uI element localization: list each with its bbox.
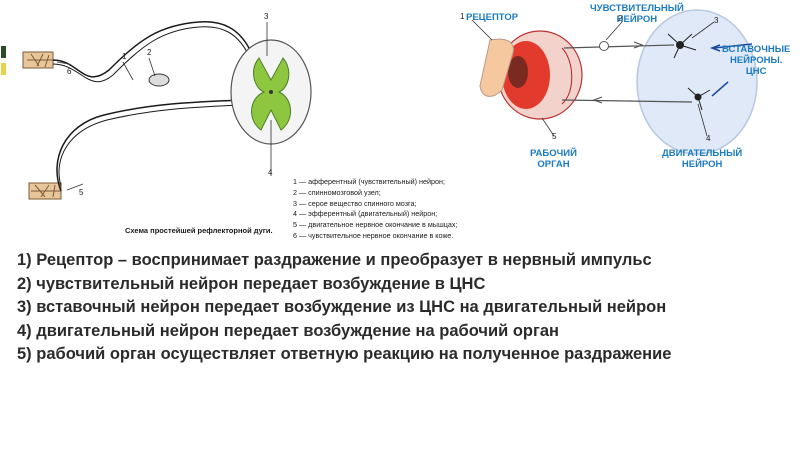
- motor-neuron-label: ДВИГАТЕЛЬНЫЙ НЕЙРОН: [662, 148, 742, 170]
- skin-receptor-icon: [23, 52, 53, 68]
- num-1: 1: [122, 52, 126, 61]
- reflex-steps-list: 1) Рецептор – воспринимает раздражение и…: [17, 250, 797, 368]
- sensory-ganglion-icon: [600, 42, 609, 51]
- efferent-nerve-line: [57, 100, 244, 191]
- spinal-ganglion-icon: [149, 74, 169, 86]
- working-organ-label: РАБОЧИЙ ОРГАН: [530, 148, 577, 170]
- step-item: 4) двигательный нейрон передает возбужде…: [17, 321, 797, 342]
- legend-item: 3 — серое вещество спинного мозга;: [293, 199, 457, 210]
- num-2: 2: [147, 48, 151, 57]
- num-3: 3: [714, 16, 718, 25]
- num-6: 6: [67, 67, 71, 76]
- muscle-effector-icon: [29, 183, 61, 199]
- num-4: 4: [706, 134, 710, 143]
- legend-item: 1 — афферентный (чувствительный) нейрон;: [293, 177, 457, 188]
- cns-icon: [637, 10, 757, 154]
- legend-item: 4 — эфферентный (двигательный) нейрон;: [293, 209, 457, 220]
- num-4: 4: [268, 168, 272, 177]
- diagram-caption: Схема простейшей рефлекторной дуги.: [125, 226, 273, 235]
- eye-reflex-drawing: [452, 0, 800, 180]
- step-item: 2) чувствительный нейрон передает возбуж…: [17, 274, 797, 295]
- interneurons-label: ВСТАВОЧНЫЕ НЕЙРОНЫ. ЦНС: [722, 44, 790, 77]
- legend: 1 — афферентный (чувствительный) нейрон;…: [293, 177, 457, 242]
- step-item: 1) Рецептор – воспринимает раздражение и…: [17, 250, 797, 271]
- sensory-neuron-label: ЧУВСТВИТЕЛЬНЫЙ НЕЙРОН: [590, 3, 684, 25]
- receptor-label: РЕЦЕПТОР: [466, 12, 518, 23]
- eye-icon: [480, 31, 582, 119]
- accent-bar: [0, 0, 9, 450]
- step-item: 3) вставочный нейрон передает возбуждени…: [17, 297, 797, 318]
- legend-item: 6 — чувствительное нервное окончание в к…: [293, 231, 457, 242]
- reflex-arc-diagram: 1 2 3 4 5 6 1 — афферентный (чувствитель…: [9, 0, 483, 246]
- eye-reflex-diagram: 1 2 3 4 5 РЕЦЕПТОР ЧУВСТВИТЕЛЬНЫЙ НЕЙРОН…: [452, 0, 800, 180]
- accent-mark-top: [1, 46, 6, 58]
- num-1: 1: [460, 12, 464, 21]
- num-5: 5: [552, 132, 556, 141]
- step-item: 5) рабочий орган осуществляет ответную р…: [17, 344, 797, 365]
- legend-item: 2 — спинномозговой узел;: [293, 188, 457, 199]
- num-5: 5: [79, 188, 83, 197]
- legend-item: 5 — двигательное нервное окончание в мыш…: [293, 220, 457, 231]
- accent-mark-bottom: [1, 63, 6, 75]
- num-3: 3: [264, 12, 268, 21]
